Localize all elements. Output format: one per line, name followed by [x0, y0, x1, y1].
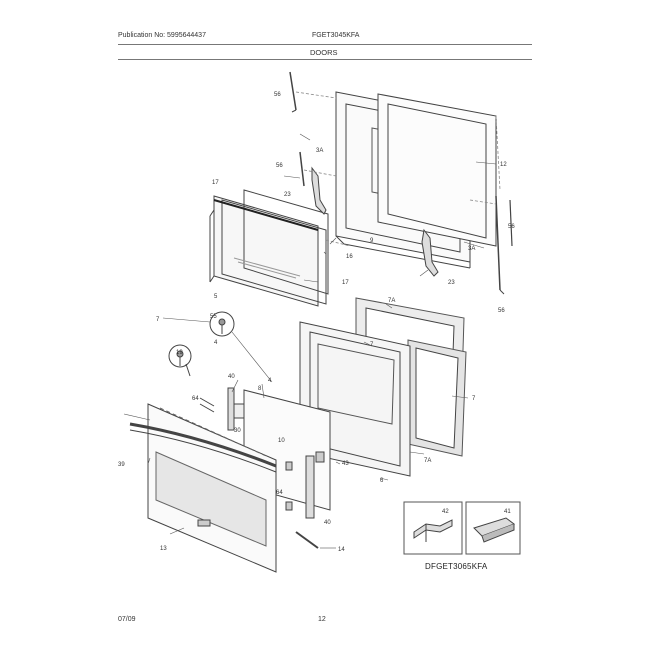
- footer-date: 07/09: [118, 616, 136, 623]
- callout-17-right: 17: [342, 280, 349, 286]
- footer-page-number: 12: [318, 616, 326, 623]
- callout-9: 9: [370, 238, 374, 244]
- callout-43: 43: [342, 461, 349, 467]
- callout-39: 39: [118, 462, 125, 468]
- callout-19: 19: [176, 350, 183, 356]
- callout-3a-left: 3A: [316, 148, 323, 154]
- callout-40-top: 40: [228, 374, 235, 380]
- lower-brackets: [199, 387, 315, 519]
- inset-boxes: [403, 501, 521, 555]
- callout-40-bottom: 40: [324, 520, 331, 526]
- callout-7-left: 7: [156, 317, 160, 323]
- callout-4-mid: 4: [268, 378, 272, 384]
- callout-56-top: 56: [274, 92, 281, 98]
- section-rule: [118, 59, 532, 60]
- callout-7a-top: 7A: [388, 298, 395, 304]
- callout-16: 16: [346, 254, 353, 260]
- publication-number: Publication No: 5995644437: [118, 32, 206, 39]
- section-title: DOORS: [310, 48, 338, 57]
- callout-7-mid: 7: [370, 342, 374, 348]
- callout-17-top: 17: [212, 180, 219, 186]
- callout-8: 8: [258, 386, 262, 392]
- upper-hinges: [311, 166, 439, 277]
- upper-assembly-lines: [295, 91, 501, 247]
- callout-5: 5: [214, 294, 218, 300]
- header-rule: [118, 44, 532, 45]
- model-number: FGET3045KFA: [312, 32, 360, 39]
- upper-side-trims: [289, 71, 513, 295]
- callout-23-right: 23: [448, 280, 455, 286]
- callout-55-screw: 55: [210, 314, 217, 320]
- callout-12: 12: [500, 162, 507, 168]
- callout-64-left: 64: [192, 396, 199, 402]
- upper-door-liner: [377, 93, 497, 247]
- callout-30: 30: [234, 428, 241, 434]
- callout-41: 41: [504, 509, 511, 515]
- callout-56-mid: 56: [276, 163, 283, 169]
- screw-details: [168, 311, 235, 377]
- leader-lines: [123, 133, 497, 549]
- callout-7-right: 7: [472, 396, 476, 402]
- callout-14: 14: [338, 547, 345, 553]
- upper-glass-pack: [209, 189, 329, 307]
- callout-55-right: 56: [498, 308, 505, 314]
- callout-64-right: 64: [276, 490, 283, 496]
- callout-3a-right: 3A: [468, 246, 475, 252]
- inset-model-label: DFGET3065KFA: [425, 562, 488, 571]
- callout-56-right: 56: [508, 224, 515, 230]
- callout-42: 42: [442, 509, 449, 515]
- callout-13: 13: [160, 546, 167, 552]
- callout-4-top: 4: [214, 340, 218, 346]
- callout-23-left: 23: [284, 192, 291, 198]
- callout-10: 10: [278, 438, 285, 444]
- callout-6: 6: [380, 478, 384, 484]
- callout-7a-bottom: 7A: [424, 458, 431, 464]
